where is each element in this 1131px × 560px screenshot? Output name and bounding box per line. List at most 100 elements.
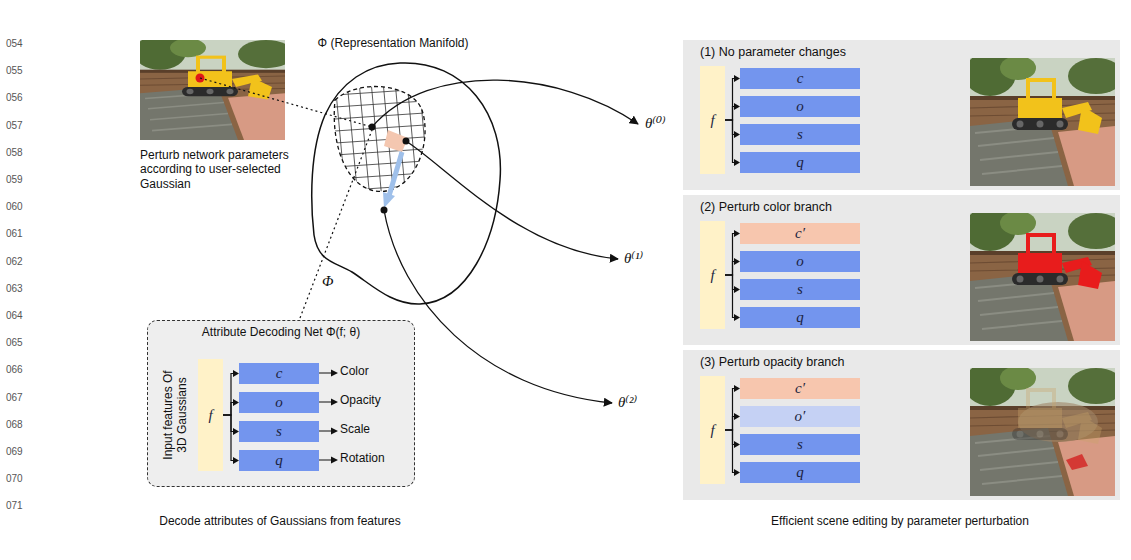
output-name: Opacity	[340, 393, 410, 407]
attribute-symbol: o	[796, 253, 804, 270]
attribute-symbol: o′	[795, 408, 806, 425]
feature-symbol: f	[710, 112, 714, 129]
line-number: 071	[6, 500, 36, 512]
line-number: 068	[6, 419, 36, 431]
branch-line	[725, 107, 735, 121]
branch-line	[725, 389, 735, 431]
dotted-leader	[200, 78, 372, 127]
branch-arrow	[725, 258, 740, 275]
branch-line	[725, 120, 735, 163]
attribute-branch: o	[239, 392, 319, 413]
panel-heading: Attribute Decoding Net Φ(f; θ)	[148, 326, 414, 339]
feature-box: f	[700, 376, 725, 484]
caption: Decode attributes of Gaussians from feat…	[120, 514, 440, 528]
line-number: 060	[6, 201, 36, 213]
parameter-label: θ⁽⁰⁾	[645, 114, 681, 132]
editing-panel: (3) Perturb opacity branch fc′o′sq	[683, 350, 1120, 500]
feature-box: f	[700, 66, 725, 174]
attribute-branch: c	[239, 363, 319, 384]
output-name: Scale	[340, 422, 410, 436]
perturb-arrow	[389, 152, 402, 196]
attribute-branch: o	[740, 251, 860, 272]
annotation: Perturb network parameters according to …	[140, 148, 298, 191]
point	[369, 124, 376, 131]
line-number: 055	[6, 65, 36, 77]
attribute-branch: c	[740, 68, 860, 89]
line-number: 056	[6, 92, 36, 104]
manifold-symbol: Φ	[322, 272, 342, 290]
branch-arrow	[725, 120, 740, 138]
manifold-title: Φ (Representation Manifold)	[268, 36, 518, 50]
feature-symbol: f	[710, 422, 714, 439]
branch-arrow	[223, 415, 239, 435]
attribute-branch: s	[740, 124, 860, 145]
attribute-branch: s	[740, 279, 860, 300]
attribute-symbol: q	[796, 309, 804, 326]
attribute-symbol: q	[275, 452, 283, 469]
rotated-caption: Input features Of 3D Gaussians	[162, 365, 190, 465]
line-number: 070	[6, 473, 36, 485]
branch-arrow	[223, 399, 239, 415]
attribute-symbol: o	[796, 98, 804, 115]
attribute-branch: q	[239, 450, 319, 471]
feature-box: f	[198, 359, 223, 471]
feature-symbol: f	[710, 267, 714, 284]
attribute-branch: o	[740, 96, 860, 117]
attribute-branch: q	[740, 152, 860, 173]
manifold-grid	[320, 70, 442, 200]
line-number: 066	[6, 364, 36, 376]
input-photo	[134, 35, 294, 140]
branch-arrow	[223, 370, 239, 415]
line-number: 063	[6, 283, 36, 295]
scene-photo	[970, 213, 1115, 341]
attribute-symbol: o	[275, 394, 283, 411]
attribute-branch: c′	[740, 378, 860, 399]
feature-symbol: f	[208, 407, 212, 424]
scene-photo	[970, 58, 1115, 186]
line-number: 065	[6, 337, 36, 349]
patch-outline	[334, 87, 425, 192]
branch-line	[725, 275, 735, 290]
attribute-symbol: c′	[795, 225, 805, 242]
branch-arrow	[725, 75, 740, 120]
attribute-symbol: c	[276, 365, 283, 382]
attribute-branch: s	[740, 434, 860, 455]
line-number: 058	[6, 147, 36, 159]
branch-arrow	[725, 413, 740, 430]
branch-arrow	[223, 415, 239, 464]
theta-arrow	[384, 210, 612, 403]
scene-photo	[970, 368, 1115, 496]
branch-line	[725, 430, 735, 473]
line-number: 054	[6, 38, 36, 50]
branch-line	[725, 430, 735, 445]
attribute-branch: q	[740, 462, 860, 483]
branch-line	[725, 120, 735, 135]
attribute-symbol: s	[797, 281, 803, 298]
panel-heading: (1) No parameter changes	[700, 46, 846, 60]
parameter-label: θ⁽¹⁾	[624, 249, 660, 267]
line-number: 067	[6, 392, 36, 404]
branch-line	[725, 262, 735, 276]
branch-line	[725, 79, 735, 121]
attribute-symbol: c	[797, 70, 804, 87]
branch-line	[725, 234, 735, 276]
point	[381, 207, 388, 214]
branch-arrow	[725, 103, 740, 120]
branch-arrow	[725, 430, 740, 448]
attribute-symbol: s	[797, 126, 803, 143]
editing-panel: (2) Perturb color branch fc′osq	[683, 195, 1120, 345]
attribute-branch: c′	[740, 223, 860, 244]
branch-line	[223, 415, 234, 461]
manifold-outline	[312, 63, 501, 304]
dotted-leader	[300, 130, 372, 318]
attribute-branch: o′	[740, 406, 860, 427]
attribute-symbol: s	[276, 423, 282, 440]
feature-box: f	[700, 221, 725, 329]
attribute-symbol: q	[796, 154, 804, 171]
attribute-symbol: q	[796, 464, 804, 481]
editing-panel: (1) No parameter changes f cosq	[683, 40, 1120, 190]
line-number: 069	[6, 446, 36, 458]
attribute-branch: q	[740, 307, 860, 328]
branch-arrow	[725, 385, 740, 430]
branch-arrow	[725, 120, 740, 166]
